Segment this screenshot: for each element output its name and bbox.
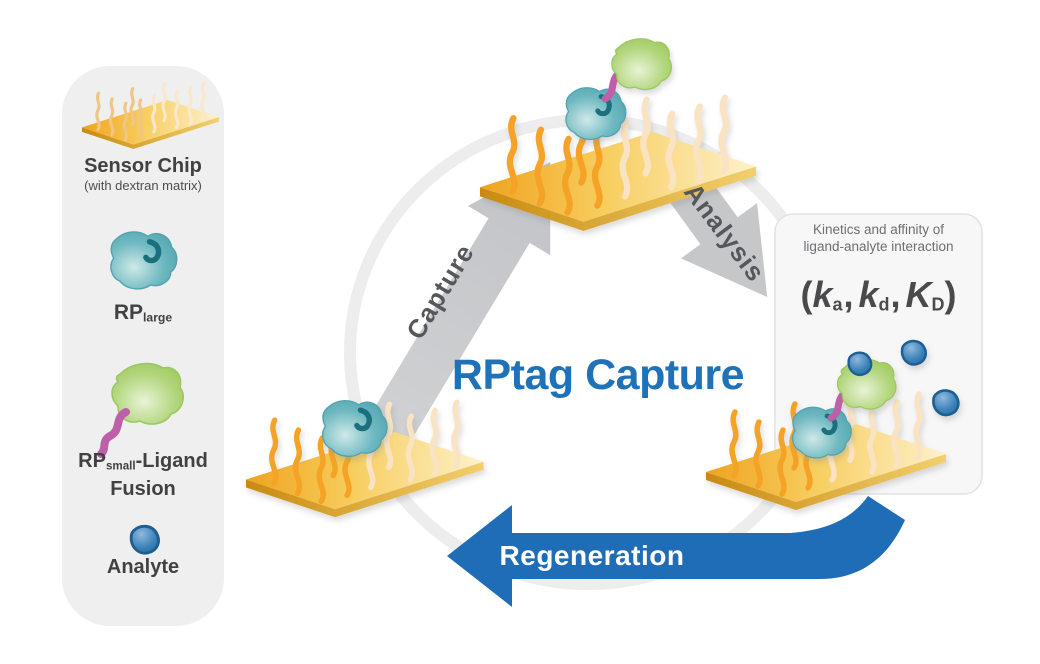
formula-comma1: , (843, 274, 854, 315)
legend-sensor-chip-label: Sensor Chip (84, 155, 202, 177)
formula-rparen: ) (944, 274, 957, 315)
formula-kd-sub: d (878, 294, 890, 315)
rp-large-base: RP (113, 301, 144, 324)
legend-rp-small-label: RPsmall-Ligand Fusion (62, 450, 224, 501)
rp-large-subscript: large (143, 310, 173, 325)
formula-ka: k (812, 274, 833, 315)
formula-comma2: , (890, 274, 901, 315)
kinetics-text-line1: Kinetics and affinity of (812, 222, 945, 237)
diagram-title: RPtag Capture (451, 351, 745, 399)
rp-small-base: RP (78, 450, 106, 472)
legend-sensor-chip-icon (82, 83, 219, 149)
regeneration-arrow (447, 496, 905, 607)
rp-small-subscript: small (105, 459, 136, 473)
kinetics-formula: (ka,kd,KD) (776, 274, 981, 315)
regeneration-arrow-label: Regeneration (499, 540, 685, 571)
legend-sensor-chip-sublabel: (with dextran matrix) (84, 178, 202, 193)
legend-rp-small-ligand-icon (97, 362, 184, 458)
legend-rp-large-label: RPlarge (62, 301, 224, 325)
rp-small-line2: Fusion (110, 477, 176, 500)
bound-analyte (847, 351, 873, 377)
formula-KD: K (905, 274, 932, 315)
rp-small-suffix: -Ligand (135, 450, 208, 472)
formula-ka-sub: a (832, 294, 843, 315)
formula-kd: k (858, 274, 879, 315)
formula-KD-sub: D (931, 294, 945, 315)
formula-lparen: ( (800, 274, 813, 315)
legend-analyte-icon (129, 524, 160, 555)
legend-rp-large-icon (111, 232, 177, 289)
rp-large-on-chip (323, 401, 387, 457)
legend-analyte-label: Analyte (106, 556, 180, 578)
kinetics-text-line2: ligand-analyte interaction (803, 239, 954, 254)
